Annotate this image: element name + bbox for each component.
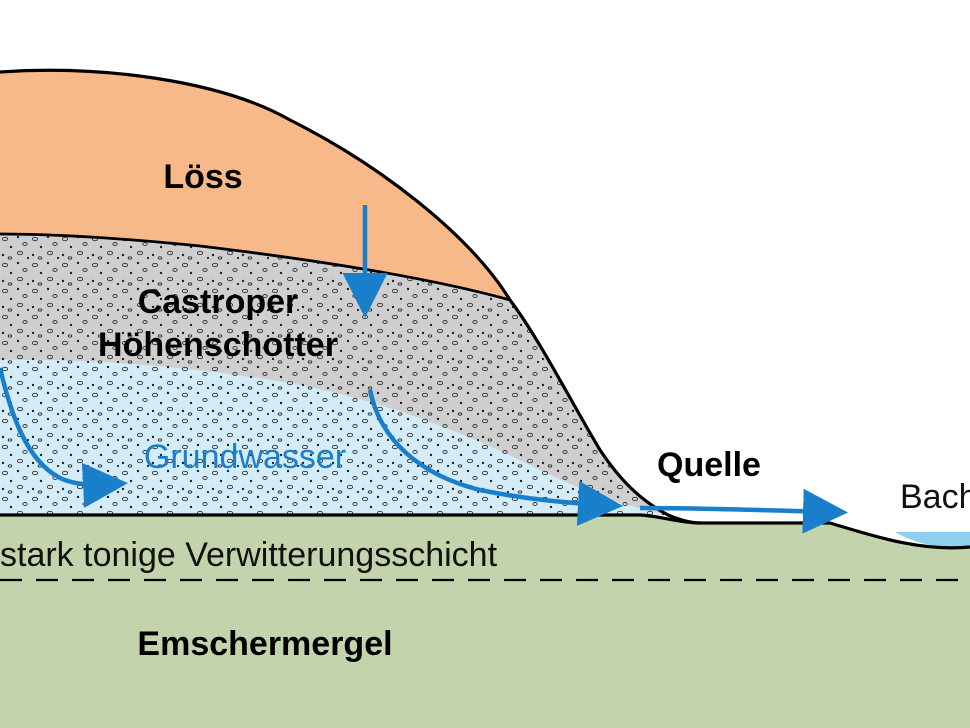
spring-label: Quelle <box>657 446 761 484</box>
clay-layer-label: stark tonige Verwitterungsschicht <box>0 536 498 574</box>
groundwater-flow-arrow <box>367 389 623 526</box>
stream-water <box>895 532 970 548</box>
stream-label: Bach <box>900 478 970 516</box>
loess-base-line <box>0 232 511 302</box>
marl-label: Emschermergel <box>137 625 392 663</box>
spring-outflow-arrow <box>639 488 848 534</box>
gravel-texture <box>0 234 668 515</box>
gravel-label-line2: Höhenschotter <box>98 326 338 364</box>
groundwater-label: Grundwasser <box>144 438 346 476</box>
terrain-surface-line <box>0 68 970 550</box>
loess-label: Löss <box>163 158 242 196</box>
left-flow-arrow <box>0 367 128 508</box>
clay-top-line <box>0 513 701 525</box>
loess-layer <box>0 70 510 300</box>
marl-layer <box>0 515 970 728</box>
gravel-label-line1: Castroper <box>138 283 299 321</box>
